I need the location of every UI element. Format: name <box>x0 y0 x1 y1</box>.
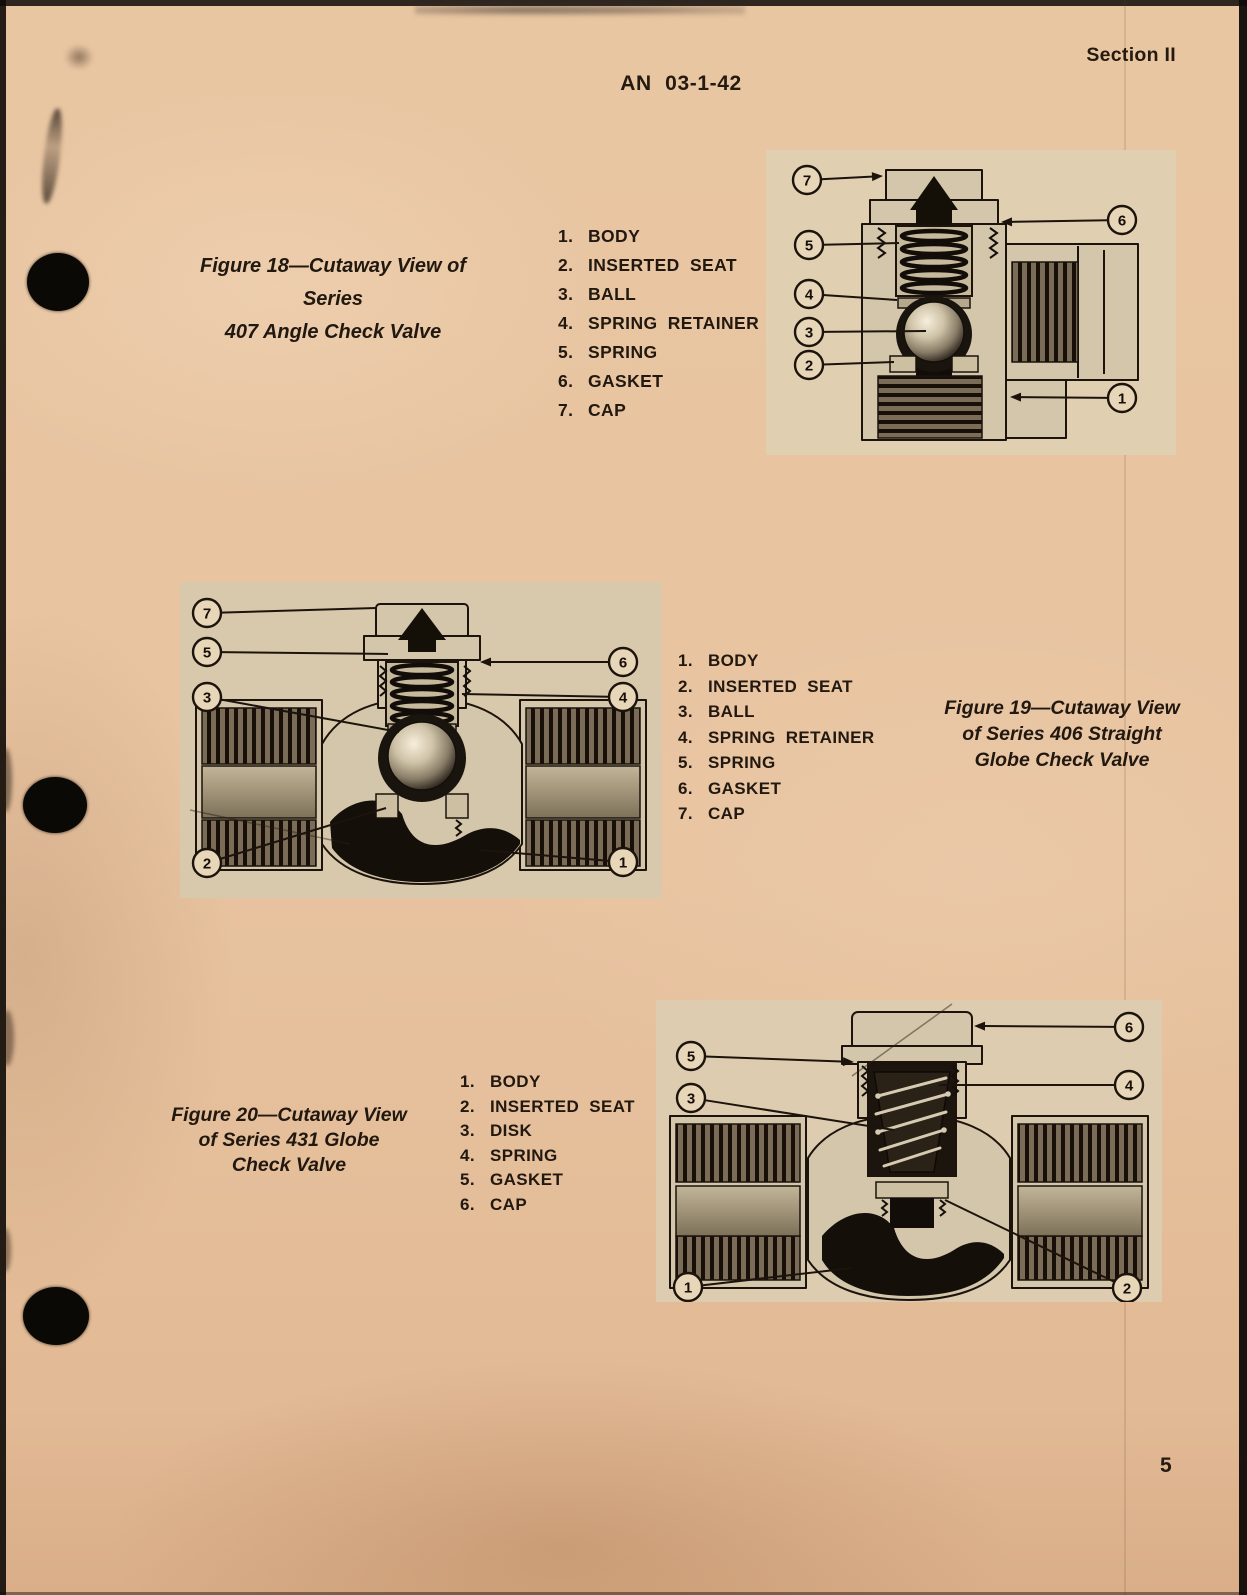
caption-line: Figure 18—Cutaway View of Series <box>200 255 466 310</box>
parts-list-item: 5.SPRING <box>558 342 658 362</box>
bleed-through-smudge <box>415 2 745 18</box>
smudge-mark <box>0 1010 14 1066</box>
callout-number: 3 <box>687 1091 695 1108</box>
parts-list-item: 1.BODY <box>558 226 641 246</box>
callout-number: 6 <box>1125 1020 1133 1037</box>
parts-list-item: 3.BALL <box>558 284 637 304</box>
figure-18-caption: Figure 18—Cutaway View of Series 407 Angl… <box>168 250 498 349</box>
callout-number: 1 <box>619 855 627 872</box>
caption-line: Figure 20—Cutaway View <box>171 1104 407 1126</box>
smudge-mark <box>38 107 66 205</box>
parts-list-item: 7.CAP <box>678 804 746 823</box>
scan-edge-right <box>1239 0 1247 1595</box>
callout-6: 6 <box>974 1011 1145 1043</box>
globe-check-valve-cutaway: 5 3 1 6 4 2 <box>669 1003 1149 1302</box>
callout-number: 5 <box>203 645 211 662</box>
callout-number: 2 <box>203 856 211 873</box>
callout-3: 3 <box>675 1082 895 1131</box>
smudge-mark <box>0 1228 11 1272</box>
callout-5: 5 <box>675 1040 854 1072</box>
callout-number: 1 <box>1118 391 1126 408</box>
callout-3: 3 <box>191 681 400 733</box>
callout-7: 7 <box>791 164 883 196</box>
binder-hole <box>23 1287 89 1345</box>
caption-line: Globe Check Valve <box>974 749 1150 771</box>
parts-list-item: 1.BODY <box>678 651 759 670</box>
callout-number: 2 <box>805 358 813 375</box>
parts-list-item: 2.INSERTED SEAT <box>678 676 853 696</box>
callout-7: 7 <box>191 597 377 629</box>
figure-18-illustration-panel: 7 5 4 3 2 6 1 <box>766 150 1176 455</box>
angle-check-valve-cutaway: 7 5 4 3 2 6 1 <box>791 164 1139 441</box>
binder-hole <box>23 777 87 833</box>
callout-number: 5 <box>687 1049 695 1066</box>
callout-6: 6 <box>1001 204 1138 236</box>
figure-19-caption: Figure 19—Cutaway View of Series 406 Stra… <box>912 695 1212 773</box>
parts-list-item: 2.INSERTED SEAT <box>460 1096 635 1116</box>
callout-6: 6 <box>480 646 639 678</box>
callout-number: 7 <box>803 173 811 190</box>
caption-line: 407 Angle Check Valve <box>224 321 442 343</box>
caption-line: Figure 19—Cutaway View <box>944 697 1180 719</box>
binder-hole <box>27 253 89 311</box>
parts-list-item: 3.DISK <box>460 1121 533 1140</box>
paper-fold-line <box>1124 0 1126 1595</box>
parts-list-item: 6.GASKET <box>558 371 664 391</box>
callout-number: 4 <box>1125 1078 1134 1095</box>
parts-list-item: 6.GASKET <box>678 778 782 798</box>
scan-edge-bottom <box>0 1592 1247 1595</box>
callout-4: 4 <box>939 1069 1145 1101</box>
callout-number: 1 <box>684 1280 692 1297</box>
callout-2: 2 <box>944 1199 1143 1302</box>
smudge-mark <box>0 748 12 812</box>
callout-number: 3 <box>203 690 211 707</box>
parts-list-item: 5.GASKET <box>460 1170 564 1189</box>
callout-number: 7 <box>203 606 211 623</box>
callout-5: 5 <box>793 229 900 261</box>
callout-2: 2 <box>191 807 387 879</box>
callout-5: 5 <box>191 636 389 668</box>
callout-4: 4 <box>793 278 898 310</box>
callout-number: 6 <box>619 655 627 672</box>
figure-20-parts-list: 1.BODY 2.INSERTED SEAT 3.DISK 4.SPRING 5.GAS… <box>460 1070 635 1217</box>
parts-list-item: 3.BALL <box>678 702 755 721</box>
callout-number: 2 <box>1123 1281 1131 1298</box>
figure-19-illustration-panel: 7 5 3 2 6 4 1 <box>180 582 662 898</box>
callout-number: 3 <box>805 325 813 342</box>
figure-18-parts-list: 1.BODY 2.INSERTED SEAT 3.BALL 4.SPRING RETA… <box>558 222 759 425</box>
callout-1: 1 <box>1010 382 1138 414</box>
straight-globe-check-valve-cutaway: 7 5 3 2 6 4 1 <box>189 597 647 885</box>
smudge-mark <box>64 44 94 70</box>
caption-line: of Series 406 Straight <box>962 723 1162 745</box>
figure-20-illustration-panel: 5 3 1 6 4 2 <box>656 1000 1162 1302</box>
callout-number: 4 <box>805 287 814 304</box>
page-number: 5 <box>1160 1454 1172 1477</box>
parts-list-item: 6.CAP <box>460 1194 528 1214</box>
parts-list-item: 4.SPRING <box>460 1145 558 1165</box>
parts-list-item: 5.SPRING <box>678 753 776 772</box>
doc-number: AN 03-1-42 <box>620 72 742 95</box>
callout-1: 1 <box>479 846 639 878</box>
callout-number: 5 <box>805 238 813 255</box>
callout-2: 2 <box>793 349 895 381</box>
figure-19-parts-list: 1.BODY 2.INSERTED SEAT 3.BALL 4.SPRING RETA… <box>678 648 875 827</box>
parts-list-item: 4.SPRING RETAINER <box>678 727 875 747</box>
callout-number: 4 <box>619 690 628 707</box>
callout-4: 4 <box>461 681 639 713</box>
parts-list-item: 1.BODY <box>460 1072 541 1091</box>
callout-3: 3 <box>793 316 927 348</box>
parts-list-item: 2.INSERTED SEAT <box>558 255 737 275</box>
caption-line: of Series 431 Globe <box>198 1129 380 1151</box>
callout-number: 6 <box>1118 213 1126 230</box>
section-label: Section II <box>1086 44 1176 66</box>
parts-list-item: 4.SPRING RETAINER <box>558 313 760 333</box>
parts-list-item: 7.CAP <box>558 400 627 420</box>
caption-line: Check Valve <box>231 1154 347 1176</box>
callout-1: 1 <box>672 1267 853 1302</box>
figure-20-caption: Figure 20—Cutaway View of Series 431 Glob… <box>155 1103 423 1178</box>
